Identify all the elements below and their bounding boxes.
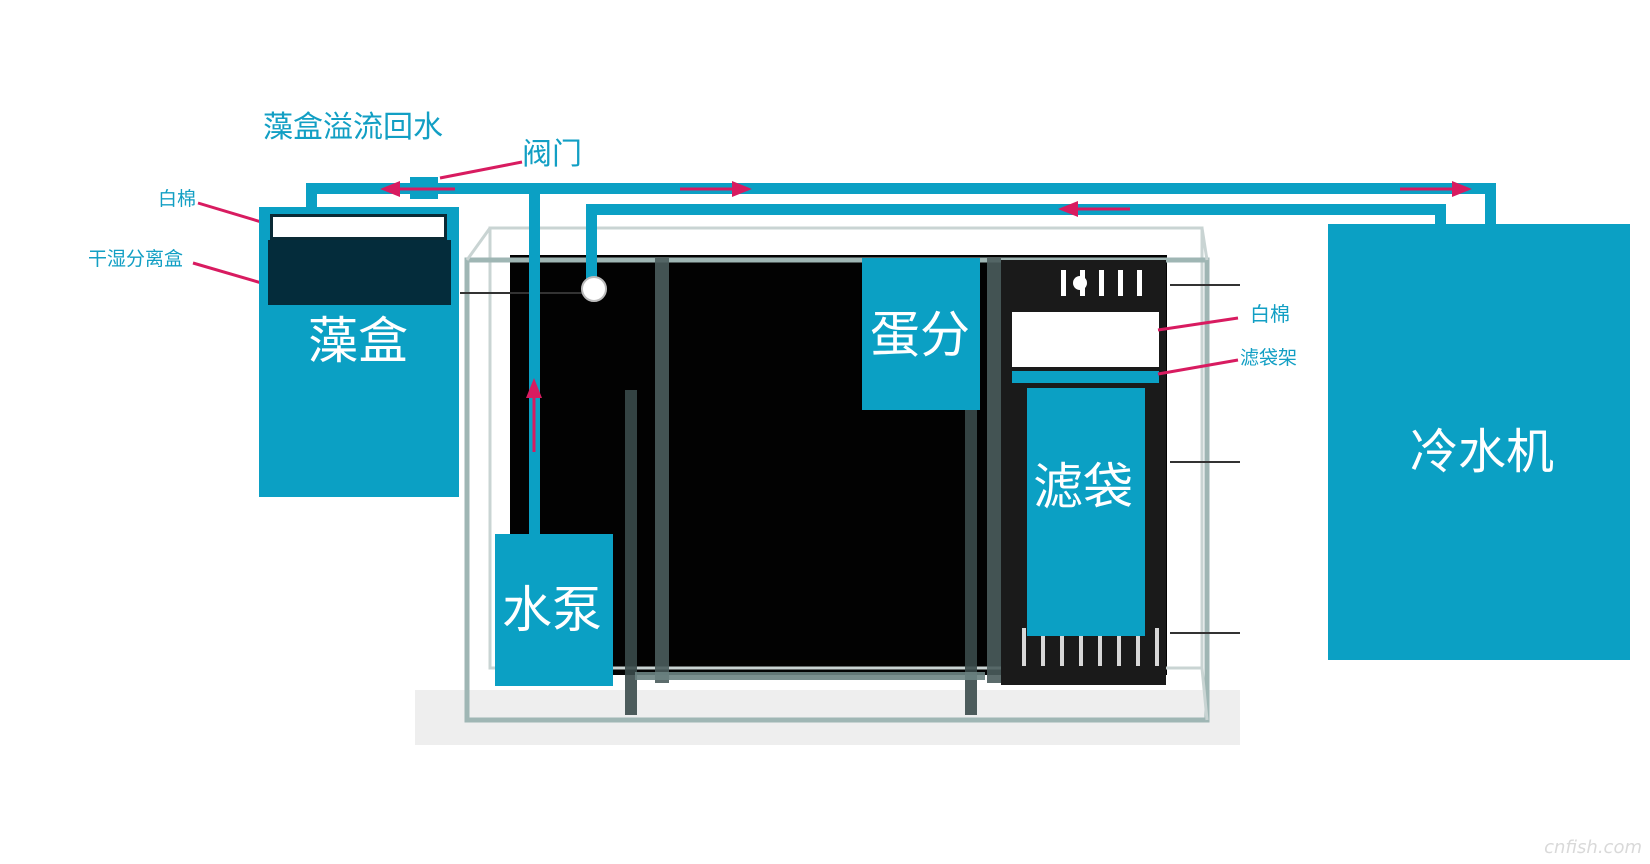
dry-wet-separation-block <box>268 240 451 305</box>
tank-glass-edge <box>1200 667 1209 721</box>
white-cotton-left-block <box>270 214 447 240</box>
pump-label: 水泵 <box>502 581 602 639</box>
watermark: cnfish.com <box>1544 837 1642 858</box>
chiller-label: 冷水机 <box>1410 424 1555 480</box>
baffle <box>987 258 1001 683</box>
baffle <box>655 258 669 683</box>
white-cotton-right-block <box>1012 312 1159 367</box>
sump-bottom-glass <box>635 672 985 680</box>
pump-box <box>495 534 613 686</box>
leader-lines <box>192 160 1239 376</box>
tank-side-marks <box>460 284 1240 634</box>
baffle <box>625 390 637 715</box>
dry-wet-box-label: 干湿分离盒 <box>88 248 184 270</box>
tank-glass-edge <box>1200 227 1209 261</box>
tank-glass-back <box>488 226 1204 670</box>
flow-arrows <box>380 181 1472 452</box>
chiller-box <box>1328 224 1630 660</box>
bottom-slot-bars <box>1022 628 1159 666</box>
filter-bag-rack-bar <box>1012 371 1159 383</box>
filter-bag-label: 滤袋 <box>1033 458 1133 516</box>
outlet-hole <box>581 276 607 302</box>
valve-label: 阀门 <box>522 137 582 172</box>
baffle <box>965 410 977 715</box>
skimmer-box <box>862 258 980 410</box>
white-cotton-right-label: 白棉 <box>1250 302 1290 326</box>
tank-glass-front <box>464 257 1210 723</box>
overflow-return-label: 藻盒溢流回水 <box>263 110 443 145</box>
filter-bag-box <box>1027 388 1145 636</box>
white-cotton-left-label: 白棉 <box>158 188 197 210</box>
filter-bag-rack-label: 滤袋架 <box>1240 347 1298 369</box>
algae-box-label: 藻盒 <box>308 312 408 370</box>
tank-glass-edge <box>465 227 492 261</box>
top-slot-dot <box>1073 276 1087 290</box>
skimmer-label: 蛋分 <box>870 306 970 364</box>
